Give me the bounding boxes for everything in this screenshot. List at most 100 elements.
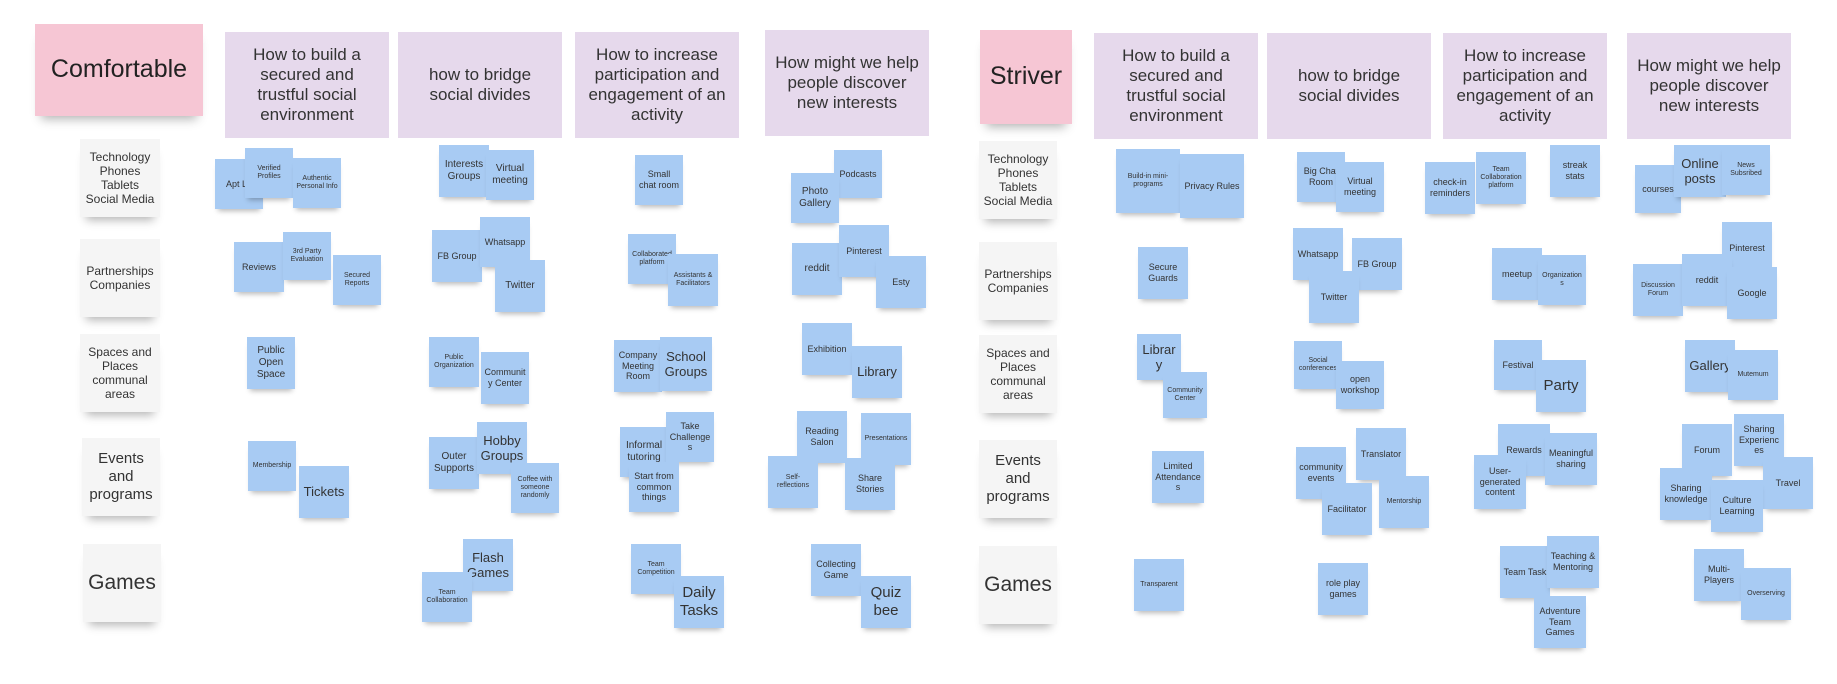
column-header-trust[interactable]: How to build a secured and trustful soci…	[225, 32, 389, 138]
sticky-note[interactable]: School Groups	[660, 337, 712, 391]
sticky-note[interactable]: role play games	[1318, 563, 1368, 615]
sticky-note[interactable]: 3rd Party Evaluation	[283, 232, 331, 280]
sticky-note[interactable]: User-generated content	[1474, 455, 1526, 509]
sticky-note[interactable]: Build-in mini-programs	[1116, 149, 1180, 213]
sticky-note[interactable]: Virtual meeting	[1336, 162, 1384, 212]
sticky-note[interactable]: Company Meeting Room	[614, 340, 662, 392]
row-label-spaces[interactable]: Spaces and Places communal areas	[979, 335, 1057, 413]
sticky-note[interactable]: Community Center	[481, 352, 529, 404]
sticky-note[interactable]: FB Group	[1352, 238, 1402, 290]
column-header-divides[interactable]: how to bridge social divides	[1267, 33, 1431, 139]
sticky-note[interactable]: Esty	[876, 256, 926, 308]
sticky-note[interactable]: streak stats	[1550, 145, 1600, 197]
sticky-note[interactable]: Public Open Space	[247, 337, 295, 389]
sticky-note[interactable]: Reviews	[234, 242, 284, 292]
sticky-note[interactable]: Coffee with someone randomly	[511, 463, 559, 513]
sticky-note[interactable]: Teaching & Mentoring	[1547, 536, 1599, 588]
sticky-note[interactable]: Travel	[1763, 457, 1813, 509]
sticky-note[interactable]: Quiz bee	[861, 576, 911, 628]
sticky-note[interactable]: Collecting Game	[811, 544, 861, 596]
row-label-technology[interactable]: Technology Phones Tablets Social Media	[979, 141, 1057, 219]
sticky-note[interactable]: Adventure Team Games	[1534, 596, 1586, 648]
sticky-note[interactable]: Mentorship	[1379, 476, 1429, 528]
sticky-note[interactable]: Small chat room	[635, 155, 683, 205]
sticky-note[interactable]: FB Group	[432, 230, 482, 282]
sticky-note[interactable]: Team Competition	[631, 544, 681, 594]
sticky-note[interactable]: Discussion Forum	[1633, 264, 1683, 316]
sticky-note[interactable]: Secured Reports	[333, 255, 381, 305]
sticky-note[interactable]: Organizations	[1538, 255, 1586, 305]
sticky-note[interactable]: Membership	[248, 441, 296, 491]
row-label-partnerships[interactable]: Partnerships Companies	[979, 242, 1057, 320]
sticky-note[interactable]: Library	[852, 346, 902, 398]
sticky-note[interactable]: Exhibition	[802, 323, 852, 375]
sticky-note[interactable]: Share Stories	[845, 458, 895, 510]
column-header-participation[interactable]: How to increase participation and engage…	[1443, 33, 1607, 139]
sticky-note[interactable]: Presentations	[861, 413, 911, 465]
sticky-note[interactable]: Online posts	[1674, 145, 1726, 197]
row-label-spaces[interactable]: Spaces and Places communal areas	[80, 334, 160, 412]
sticky-note[interactable]: Facilitator	[1322, 483, 1372, 535]
sticky-note[interactable]: Self-reflections	[768, 456, 818, 508]
sticky-note[interactable]: Whatsapp	[480, 217, 530, 267]
sticky-note[interactable]: Secure Guards	[1138, 247, 1188, 299]
sticky-note[interactable]: Translator	[1356, 428, 1406, 480]
sticky-note[interactable]: Interests Groups	[439, 145, 489, 197]
sticky-note[interactable]: Google	[1727, 267, 1777, 319]
sticky-note[interactable]: Outer Supports	[429, 437, 479, 489]
sticky-note[interactable]: Gallery	[1685, 340, 1735, 392]
sticky-note[interactable]: Start from common things	[629, 462, 679, 512]
sticky-note[interactable]: Transparent	[1134, 559, 1184, 611]
sticky-note[interactable]: Take Challenges	[666, 412, 714, 462]
sticky-note[interactable]: Twitter	[495, 260, 545, 312]
row-label-events[interactable]: Events and programs	[979, 440, 1057, 518]
sticky-note[interactable]: Team Task	[1500, 546, 1550, 598]
sticky-note[interactable]: reddit	[792, 243, 842, 295]
sticky-note[interactable]: Assistants & Facilitators	[668, 254, 718, 306]
sticky-note[interactable]: check-in reminders	[1425, 162, 1475, 214]
column-header-participation[interactable]: How to increase participation and engage…	[575, 32, 739, 138]
sticky-note[interactable]: Hobby Groups	[477, 422, 527, 474]
column-header-trust[interactable]: How to build a secured and trustful soci…	[1094, 33, 1258, 139]
column-header-interests[interactable]: How might we help people discover new in…	[765, 30, 929, 136]
row-label-events[interactable]: Events and programs	[82, 438, 160, 516]
column-header-divides[interactable]: how to bridge social divides	[398, 32, 562, 138]
row-label-games[interactable]: Games	[979, 546, 1057, 624]
sticky-note[interactable]: Daily Tasks	[674, 576, 724, 628]
section-title-note[interactable]: Striver	[980, 30, 1072, 124]
sticky-note[interactable]: Team Collaboration platform	[1476, 152, 1526, 204]
sticky-note[interactable]: Meaningful sharing	[1545, 433, 1597, 485]
sticky-note[interactable]: Sharing knowledge	[1660, 468, 1712, 520]
sticky-note[interactable]: Overserving	[1741, 568, 1791, 620]
sticky-note[interactable]: Team Collaboration	[422, 572, 472, 622]
sticky-note[interactable]: Forum	[1682, 424, 1732, 476]
sticky-note[interactable]: Verified Profiles	[245, 148, 293, 198]
sticky-note[interactable]: Social conferences	[1294, 341, 1342, 389]
sticky-note[interactable]: courses	[1635, 165, 1681, 213]
column-header-interests[interactable]: How might we help people discover new in…	[1627, 33, 1791, 139]
section-title-note[interactable]: Comfortable	[35, 24, 203, 116]
sticky-note[interactable]: Virtual meeting	[486, 150, 534, 200]
sticky-note[interactable]: Tickets	[299, 466, 349, 518]
sticky-note[interactable]: Party	[1536, 360, 1586, 412]
sticky-note[interactable]: Culture Learning	[1711, 480, 1763, 532]
row-label-technology[interactable]: Technology Phones Tablets Social Media	[80, 139, 160, 217]
sticky-note[interactable]: reddit	[1682, 254, 1732, 306]
sticky-note[interactable]: Privacy Rules	[1180, 154, 1244, 218]
sticky-note[interactable]: Mutemum	[1728, 350, 1778, 400]
sticky-note[interactable]: Limited Attendances	[1152, 451, 1204, 503]
sticky-note[interactable]: meetup	[1492, 248, 1542, 300]
sticky-note[interactable]: Authentic Personal Info	[293, 158, 341, 208]
sticky-note[interactable]: Public Organization	[429, 337, 479, 387]
sticky-note[interactable]: Photo Gallery	[791, 173, 839, 223]
sticky-note[interactable]: open workshop	[1336, 361, 1384, 409]
row-label-partnerships[interactable]: Partnerships Companies	[80, 239, 160, 317]
sticky-note[interactable]: Podcasts	[834, 150, 882, 198]
row-label-games[interactable]: Games	[83, 544, 161, 622]
sticky-note[interactable]: Reading Salon	[797, 411, 847, 463]
sticky-note[interactable]: Community Center	[1163, 372, 1207, 418]
sticky-note[interactable]: Festival	[1494, 340, 1542, 390]
sticky-note[interactable]: News Subsribed	[1722, 145, 1770, 195]
sticky-note[interactable]: Twitter	[1309, 271, 1359, 323]
sticky-note[interactable]: Multi-Players	[1694, 549, 1744, 601]
